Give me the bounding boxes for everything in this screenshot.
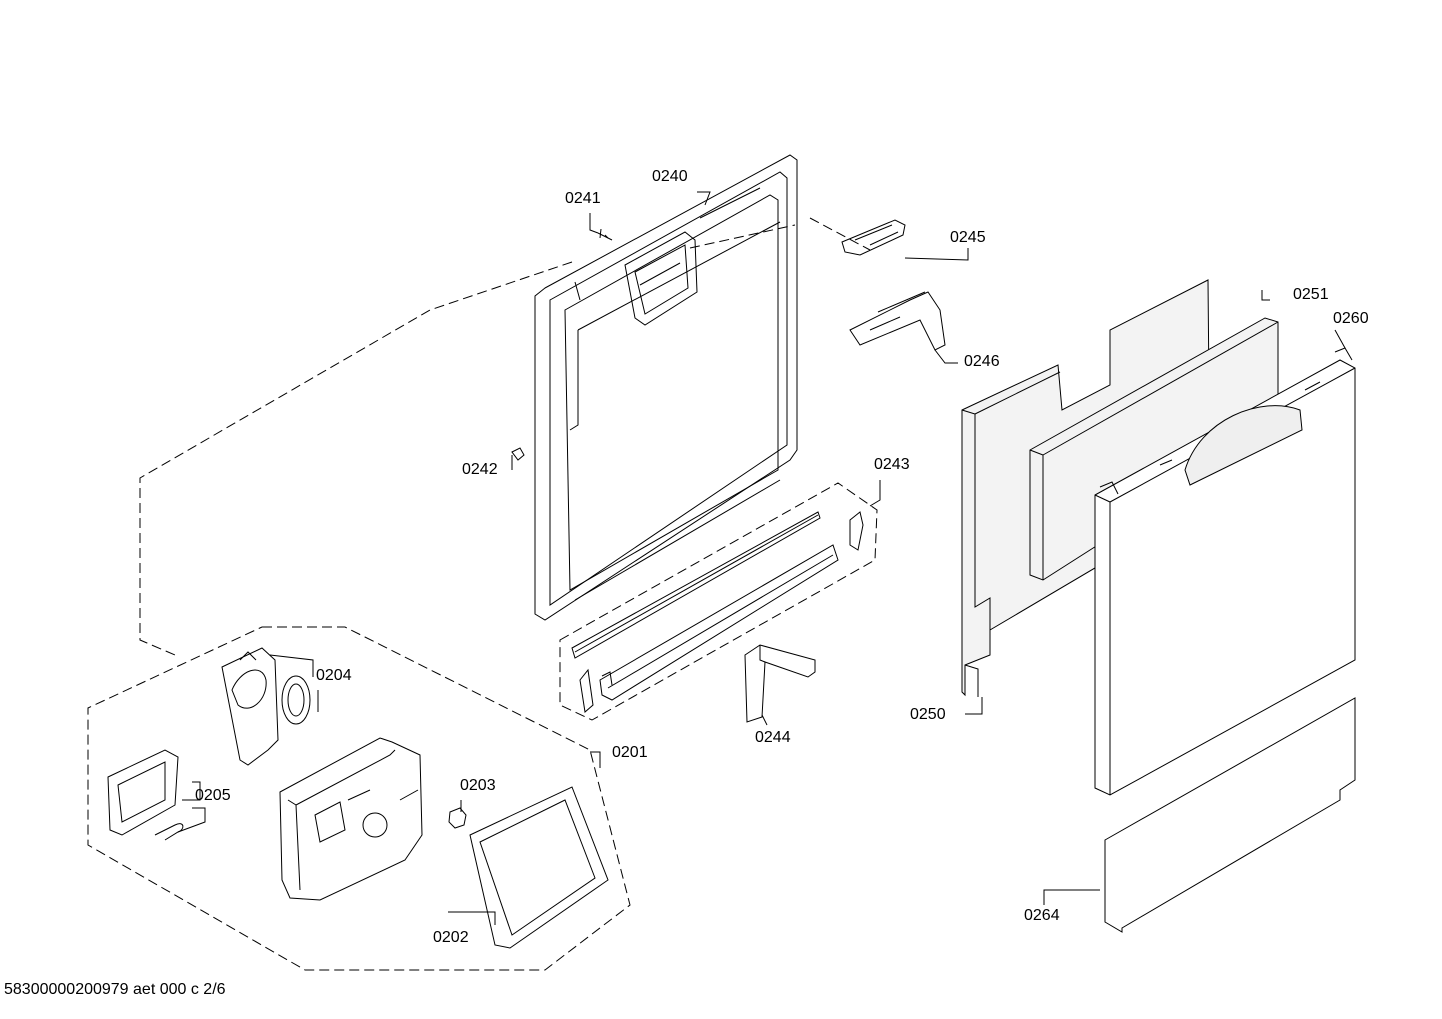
part-label-0202: 0202 bbox=[433, 929, 469, 946]
leader-lines bbox=[177, 191, 1346, 925]
inner-door-frame bbox=[534, 154, 798, 621]
small-clip-0203 bbox=[448, 807, 467, 829]
part-label-0264: 0264 bbox=[1024, 907, 1060, 924]
hinge-part-0245 bbox=[841, 219, 906, 256]
control-bezel-0204 bbox=[221, 647, 311, 766]
bracket-0244 bbox=[744, 644, 816, 723]
part-label-0251: 0251 bbox=[1293, 286, 1329, 303]
outer-door-panel-0260 bbox=[1094, 347, 1356, 796]
latch-0246 bbox=[849, 291, 946, 351]
rail-assembly-0243 bbox=[571, 511, 864, 713]
clip-0242 bbox=[511, 447, 525, 461]
module-0205 bbox=[107, 749, 184, 841]
part-label-0241: 0241 bbox=[565, 190, 601, 207]
part-label-0245: 0245 bbox=[950, 229, 986, 246]
seal-frame-0202 bbox=[469, 786, 609, 949]
document-id: 58300000200979 aet 000 c 2/6 bbox=[4, 981, 226, 998]
part-label-0250: 0250 bbox=[910, 706, 946, 723]
plinth-plate-0264 bbox=[1104, 697, 1356, 933]
screw-0241 bbox=[597, 228, 613, 241]
part-label-0240: 0240 bbox=[652, 168, 688, 185]
part-label-0244: 0244 bbox=[755, 729, 791, 746]
part-label-0203: 0203 bbox=[460, 777, 496, 794]
part-label-0201: 0201 bbox=[612, 744, 648, 761]
part-label-0205: 0205 bbox=[195, 787, 231, 804]
part-label-0204: 0204 bbox=[316, 667, 352, 684]
part-label-0246: 0246 bbox=[964, 353, 1000, 370]
part-label-0242: 0242 bbox=[462, 461, 498, 478]
part-label-0260: 0260 bbox=[1333, 310, 1369, 327]
dashed-group-outlines bbox=[87, 217, 878, 971]
control-housing-0201 bbox=[279, 737, 423, 901]
part-label-0243: 0243 bbox=[874, 456, 910, 473]
